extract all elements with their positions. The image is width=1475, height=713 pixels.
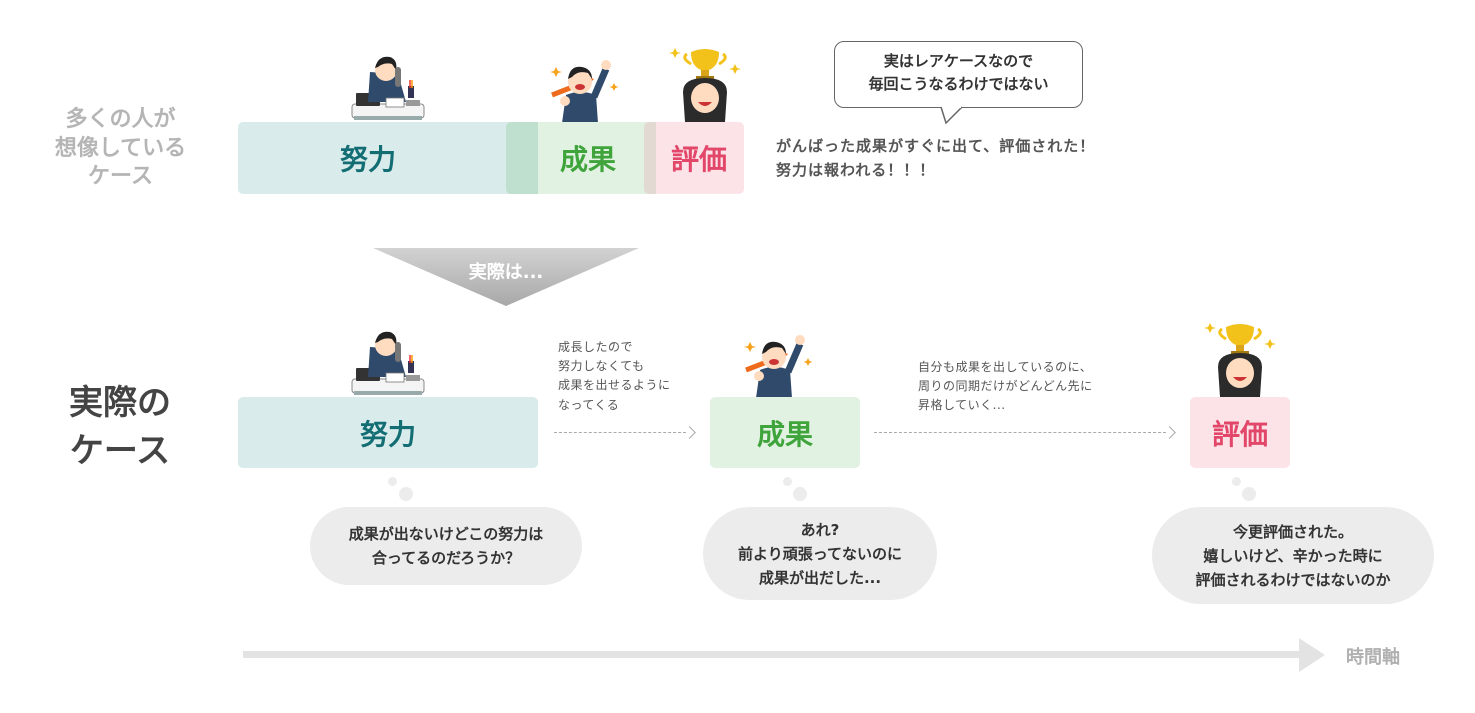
timeline-bar	[243, 651, 1301, 658]
dashed-arrow-effort-to-result	[554, 426, 696, 439]
actual-case-label-line: ケース	[69, 430, 171, 471]
thought-line: 今更評価された。	[1232, 522, 1353, 541]
imagined-case-label-line: 想像している	[54, 135, 187, 161]
imagined-note-line: 努力は報われる！！！	[776, 161, 936, 179]
thought-dot-large	[399, 487, 413, 501]
businessman-cheering-icon	[744, 335, 813, 398]
flow-note-line: 成長したので	[558, 340, 634, 354]
thought-dot-large	[793, 487, 807, 501]
timeline-arrow-head-icon	[1299, 638, 1325, 672]
imagined-note: がんばった成果がすぐに出て、評価された！ 努力は報われる！！！	[776, 134, 1176, 182]
thought-line: あれ?	[800, 520, 840, 539]
flow-note-line: 自分も成果を出しているのに、	[918, 360, 1093, 374]
transition-label: 実際は...	[468, 262, 544, 283]
thought-bubble-eval: 今更評価された。 嬉しいけど、辛かった時に 評価されるわけではないのか	[1152, 507, 1434, 604]
businessman-desk-icon	[351, 56, 425, 120]
imagined-case-label-line: 多くの人が	[65, 107, 176, 132]
actual-case-label: 実際の ケース	[40, 380, 200, 475]
thought-dot-large	[1242, 487, 1256, 501]
actual-effort-label: 努力	[359, 417, 416, 451]
actual-result-box: 成果	[710, 397, 860, 468]
dashed-line	[874, 432, 1166, 433]
timeline-label: 時間軸	[1346, 647, 1400, 668]
dashed-line	[554, 432, 686, 433]
thought-line: 評価されるわけではないのか	[1195, 570, 1391, 589]
actual-eval-box: 評価	[1190, 397, 1290, 468]
thought-line: 成果が出だした...	[758, 568, 882, 587]
flow-note-line: 成果を出せるように	[558, 378, 671, 393]
imagined-eval-label: 評価	[670, 143, 727, 176]
thought-dot-small	[388, 477, 397, 486]
woman-trophy-icon	[1204, 323, 1276, 397]
flow-note-line: なってくる	[558, 397, 620, 412]
thought-line: 成果が出ないけどこの努力は	[348, 525, 544, 543]
woman-trophy-icon	[669, 48, 741, 122]
speech-bubble-tail	[940, 105, 963, 125]
thought-line: 嬉しいけど、辛かった時に	[1203, 546, 1383, 565]
businessman-cheering-icon	[550, 60, 619, 123]
thought-line: 合ってるのだろうか？	[371, 549, 521, 567]
flow-note-result-to-eval: 自分も成果を出しているのに、 周りの同期だけがどんどん先に 昇格していく...	[918, 358, 1158, 416]
flow-note-line: 昇格していく...	[918, 398, 1006, 413]
flow-note-line: 努力しなくても	[558, 359, 645, 374]
imagined-note-line: がんばった成果がすぐに出て、評価された！	[776, 137, 1096, 155]
imagined-eval-box: 評価	[644, 122, 744, 194]
arrow-head-icon	[683, 426, 696, 439]
imagined-effort-label: 努力	[339, 143, 396, 176]
imagined-case-label-line: ケース	[88, 164, 153, 190]
actual-result-label: 成果	[756, 417, 813, 451]
thought-bubble-result: あれ? 前より頑張ってないのに 成果が出だした...	[703, 507, 937, 600]
flow-note-line: 周りの同期だけがどんどん先に	[918, 379, 1093, 394]
effort-result-overlap	[506, 122, 538, 194]
speech-bubble-line: 実はレアケースなので	[883, 52, 1034, 70]
actual-effort-box: 努力	[238, 397, 538, 468]
dashed-arrow-result-to-eval	[874, 426, 1176, 439]
result-eval-overlap	[644, 122, 656, 194]
thought-bubble-effort: 成果が出ないけどこの努力は 合ってるのだろうか？	[310, 507, 582, 585]
imagined-case-label: 多くの人が 想像している ケース	[38, 106, 203, 192]
thought-line: 前より頑張ってないのに	[738, 544, 902, 563]
speech-bubble: 実はレアケースなので 毎回こうなるわけではない	[834, 41, 1083, 108]
businessman-desk-icon	[351, 331, 425, 395]
thought-dot-small	[1232, 477, 1241, 486]
actual-eval-label: 評価	[1211, 417, 1268, 451]
down-arrow-icon	[373, 248, 639, 306]
imagined-effort-box: 努力	[238, 122, 518, 194]
arrow-head-icon	[1163, 426, 1176, 439]
flow-note-effort-to-result: 成長したので 努力しなくても 成果を出せるように なってくる	[558, 338, 708, 415]
speech-bubble-line: 毎回こうなるわけではない	[868, 75, 1049, 94]
imagined-result-label: 成果	[559, 143, 616, 176]
actual-case-label-line: 実際の	[69, 383, 171, 423]
thought-dot-small	[783, 477, 792, 486]
